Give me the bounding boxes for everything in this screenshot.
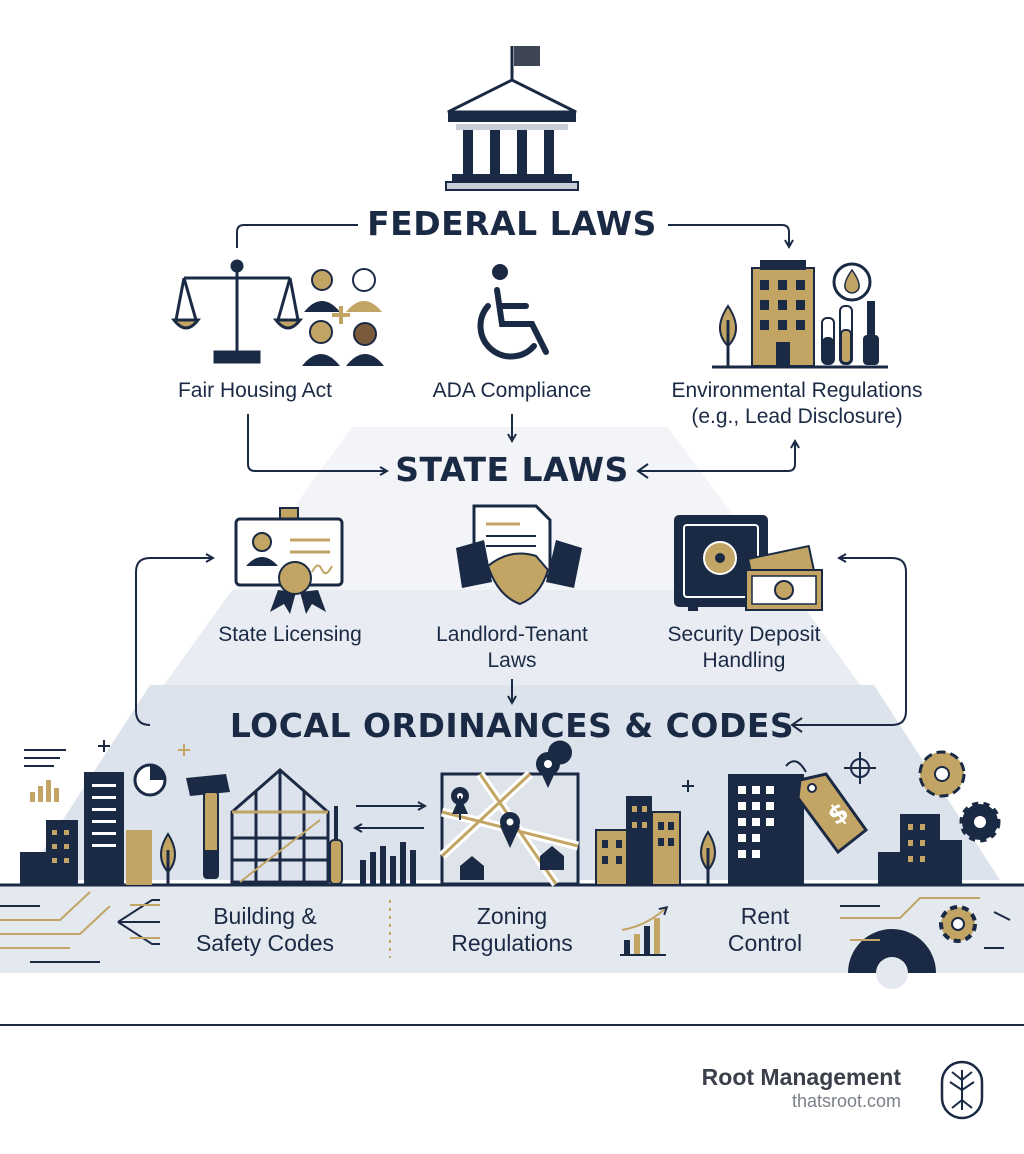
landlord-tenant-laws-label: Laws xyxy=(487,649,537,672)
cash-icon xyxy=(745,544,823,611)
pie-chart-icon xyxy=(133,763,167,797)
state-arrowhead-left xyxy=(636,463,649,479)
lead-disclosure-label: (e.g., Lead Disclosure) xyxy=(691,405,903,428)
fair-housing-act-label: Fair Housing Act xyxy=(177,379,333,402)
house-frame-icon xyxy=(230,768,330,884)
flow-arrows xyxy=(117,899,160,945)
security-deposit-handling-label: Handling xyxy=(702,649,786,672)
city-skyline-icon xyxy=(878,814,962,885)
office-building-icon xyxy=(751,260,815,367)
bar-chart-icon xyxy=(24,749,66,802)
local-ordinances-title: LOCAL ORDINANCES & CODES xyxy=(229,706,795,745)
sparkle-plus-icon xyxy=(98,740,110,752)
building-codes-label: Building & xyxy=(213,903,317,929)
gear-icon xyxy=(939,905,977,943)
state-connector-left xyxy=(247,414,386,471)
scales-of-justice-icon xyxy=(170,259,304,364)
gear-icon xyxy=(959,801,1001,843)
license-certificate-icon xyxy=(234,507,344,614)
state-connector-right xyxy=(638,442,795,472)
sparkle-plus-icon xyxy=(682,780,694,792)
map-pin-icon xyxy=(451,740,572,848)
test-tube-icon xyxy=(821,301,879,365)
circuit-lines xyxy=(840,905,1011,949)
bar-chart-icon xyxy=(360,842,416,884)
brand-url: thatsroot.com xyxy=(791,1091,901,1111)
office-building-icon xyxy=(728,774,804,885)
local-arrowhead-right xyxy=(790,717,803,733)
safe-icon xyxy=(674,515,768,611)
city-skyline-icon xyxy=(20,772,152,885)
hammer-icon xyxy=(186,774,230,879)
flow-arrows xyxy=(130,904,160,939)
sparkle-plus-icon xyxy=(178,744,190,756)
state-licensing-label: State Licensing xyxy=(218,623,362,646)
people-diversity-icon xyxy=(302,268,384,366)
tree-icon xyxy=(700,830,716,885)
security-deposit-label: Security Deposit xyxy=(667,623,821,646)
target-crosshair-icon xyxy=(844,752,876,784)
zoning-regulations-label: Regulations xyxy=(451,930,573,956)
rent-control-label: Control xyxy=(727,930,803,956)
landlord-tenant-label: Landlord-Tenant xyxy=(436,623,588,646)
state-loop-right xyxy=(792,558,907,726)
contract-handshake-icon xyxy=(456,504,582,606)
growth-chart-icon xyxy=(620,908,666,956)
city-skyline-icon xyxy=(595,796,681,886)
state-laws-title: STATE LAWS xyxy=(395,450,629,489)
federal-laws-title: FEDERAL LAWS xyxy=(367,204,657,243)
brand-name: Root Management xyxy=(701,1064,901,1090)
screwdriver-icon xyxy=(329,806,343,885)
state-loop-left xyxy=(135,558,212,726)
federal-connector-right xyxy=(668,224,789,246)
water-drop-icon xyxy=(832,262,872,302)
environmental-regulations-label: Environmental Regulations xyxy=(671,379,923,402)
circuit-lines xyxy=(840,897,980,941)
wheelchair-icon xyxy=(477,264,549,360)
gear-icon xyxy=(918,750,966,798)
tree-icon xyxy=(719,304,737,366)
circuit-lines xyxy=(0,905,100,963)
root-tree-logo-icon xyxy=(940,1060,984,1120)
safety-codes-label: Safety Codes xyxy=(195,930,335,956)
circuit-lines xyxy=(0,891,111,949)
zoning-label: Zoning xyxy=(476,903,548,929)
federal-connector-left xyxy=(236,224,358,248)
ada-compliance-label: ADA Compliance xyxy=(432,379,592,402)
rent-label: Rent xyxy=(740,903,790,929)
capitol-building-icon xyxy=(445,46,579,191)
tree-icon xyxy=(160,832,176,885)
